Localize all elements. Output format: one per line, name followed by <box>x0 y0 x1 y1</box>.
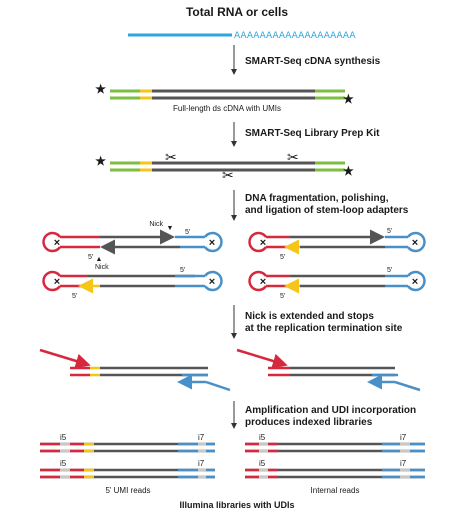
step-1-label: SMART-Seq cDNA synthesis <box>245 56 381 67</box>
nick-extension-left <box>39 348 231 392</box>
index-i7-label: i7 <box>198 459 205 468</box>
x-mark-icon: × <box>260 237 266 249</box>
five-prime-label: 5' <box>280 254 285 261</box>
x-mark-icon: × <box>260 276 266 288</box>
star-icon: ★ <box>95 82 106 96</box>
x-mark-icon: × <box>209 276 215 288</box>
cdna-caption: Full-length ds cDNA with UMIs <box>173 104 281 113</box>
star-icon: ★ <box>343 164 354 178</box>
ds-cdna-molecule: ★ ★ <box>95 82 354 106</box>
step-5-label-line-1: Amplification and UDI incorporation <box>245 405 416 416</box>
library-internal-reads <box>245 442 425 479</box>
step-3-label-line-1: DNA fragmentation, polishing, <box>245 193 389 204</box>
index-i5-label: i5 <box>60 433 67 442</box>
internal-reads-caption: Internal reads <box>311 486 360 495</box>
x-mark-icon: × <box>412 276 418 288</box>
adapter-fragment-right-bottom: × × <box>248 270 426 294</box>
index-i5-label: i5 <box>259 433 266 442</box>
five-prime-label: 5' <box>72 293 77 300</box>
rna-molecule: AAAAAAAAAAAAAAAAAAA <box>128 31 356 41</box>
five-prime-label: 5' <box>180 267 185 274</box>
five-prime-label: 5' <box>185 229 190 236</box>
nick-extension-right <box>236 348 421 392</box>
step-4-label-line-2: at the replication termination site <box>245 323 403 334</box>
footer-caption: Illumina libraries with UDIs <box>179 500 294 510</box>
x-mark-icon: × <box>54 237 60 249</box>
five-prime-label: 5' <box>387 228 392 235</box>
index-i5-label: i5 <box>259 459 266 468</box>
five-prime-label: 5' <box>280 293 285 300</box>
x-mark-icon: × <box>412 237 418 249</box>
x-mark-icon: × <box>54 276 60 288</box>
polya-tail: AAAAAAAAAAAAAAAAAAA <box>234 31 356 41</box>
step-5-label-line-2: produces indexed libraries <box>245 417 373 428</box>
x-mark-icon: × <box>209 237 215 249</box>
step-2-label: SMART-Seq Library Prep Kit <box>245 128 380 139</box>
star-icon: ★ <box>343 92 354 106</box>
index-i7-label: i7 <box>198 433 205 442</box>
step-4-label-line-1: Nick is extended and stops <box>245 311 374 322</box>
scissors-icon: ✂ <box>287 149 299 165</box>
five-prime-label: 5' <box>387 267 392 274</box>
adapter-fragment-left-top: × × ▼ ▲ <box>42 225 223 263</box>
five-prime-label: 5' <box>88 254 93 261</box>
adapter-fragment-right-top: × × <box>248 229 426 255</box>
index-i7-label: i7 <box>400 459 407 468</box>
scissors-icon: ✂ <box>165 149 177 165</box>
scissors-icon: ✂ <box>222 167 234 183</box>
nick-triangle-icon: ▲ <box>96 256 103 263</box>
index-i5-label: i5 <box>60 459 67 468</box>
index-i7-label: i7 <box>400 433 407 442</box>
diagram-title: Total RNA or cells <box>186 5 288 19</box>
nick-label: Nick <box>95 264 109 271</box>
step-3-label-line-2: and ligation of stem-loop adapters <box>245 205 409 216</box>
nick-triangle-icon: ▼ <box>167 225 174 232</box>
library-umi-reads <box>40 442 215 479</box>
fragmentation-molecule: ★ ★ ✂ ✂ ✂ <box>95 149 354 183</box>
umi-reads-caption: 5' UMI reads <box>105 486 150 495</box>
adapter-fragment-left-bottom: × × <box>42 270 223 294</box>
star-icon: ★ <box>95 154 106 168</box>
nick-label: Nick <box>149 221 163 228</box>
